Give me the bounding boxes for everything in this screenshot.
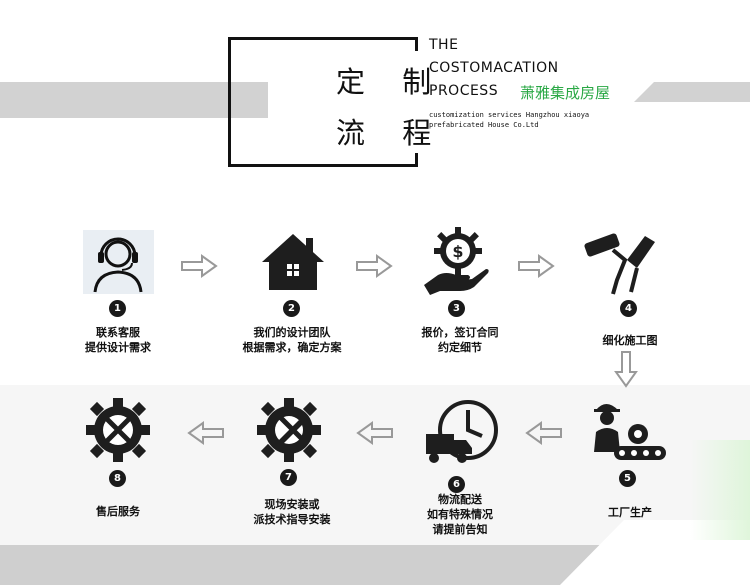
step-6-label: 物流配送 如有特殊情况 请提前告知 [427, 493, 493, 536]
gear-wrench-icon [257, 398, 321, 462]
page-title: 定 制 流 程 [336, 57, 445, 159]
step-2-number: 2 [283, 300, 300, 317]
english-title-line-3: PROCESS [429, 83, 499, 99]
step-4-number: 4 [620, 300, 637, 317]
english-title: THE COSTOMACATION PROCESS [429, 34, 559, 103]
svg-text:$: $ [452, 242, 463, 261]
arrow-left-icon [187, 421, 224, 445]
step-3-number: 3 [448, 300, 465, 317]
customer-service-icon [83, 230, 154, 294]
step-7-number: 7 [280, 469, 297, 486]
step-4-label: 细化施工图 [602, 334, 658, 347]
money-gear-hand-icon: $ [424, 227, 489, 295]
title-line-2: 流 程 [336, 116, 446, 150]
house-icon [262, 234, 324, 290]
step-6-number: 6 [448, 476, 465, 493]
step-5-number: 5 [619, 470, 636, 487]
step-8-label: 售后服务 [96, 505, 140, 518]
arrow-right-icon [356, 254, 393, 278]
english-title-line-2: COSTOMACATION [429, 60, 559, 76]
step-5-label: 工厂生产 [608, 506, 652, 519]
english-title-line-1: THE [429, 37, 459, 53]
green-glow [690, 440, 750, 540]
step-2-label: 我们的设计团队 根据需求，确定方案 [242, 326, 342, 354]
gear-tools-icon [86, 398, 150, 462]
arrow-right-icon [518, 254, 555, 278]
title-frame [228, 37, 418, 167]
step-1-number: 1 [109, 300, 126, 317]
title-frame-cap-top [415, 37, 418, 51]
factory-worker-icon [594, 404, 666, 460]
step-3-label: 报价，签订合同 约定细节 [421, 326, 499, 354]
arrow-right-icon [181, 254, 218, 278]
step-1-label: 联系客服 提供设计需求 [85, 326, 151, 354]
delivery-truck-clock-icon [426, 400, 498, 463]
step-7-label: 现场安装或 派技术指导安装 [253, 498, 331, 526]
paint-roller-brush-icon [584, 233, 655, 295]
top-right-band [634, 82, 750, 102]
top-left-band [0, 82, 268, 118]
step-8-number: 8 [109, 470, 126, 487]
company-name: 萧雅集成房屋 [520, 84, 611, 102]
arrow-down-icon [614, 351, 638, 388]
arrow-left-icon [525, 421, 562, 445]
arrow-left-icon [356, 421, 393, 445]
title-frame-cap-bottom [415, 153, 418, 167]
title-line-1: 定 制 [336, 65, 446, 99]
company-subtitle: customization services Hangzhou xiaoya p… [429, 111, 590, 129]
